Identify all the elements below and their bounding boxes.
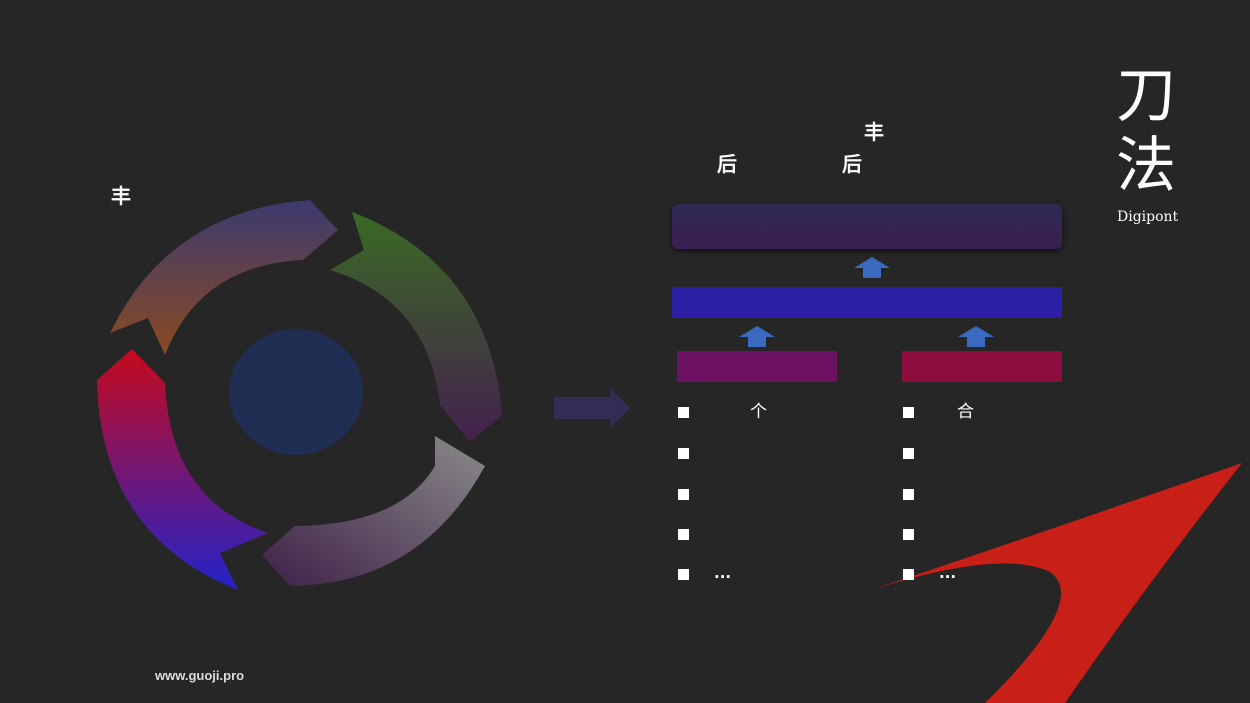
bullet-square-icon	[678, 528, 689, 540]
list-item	[678, 484, 689, 504]
list-item	[903, 484, 914, 504]
hierarchy-left-bar	[677, 351, 837, 382]
bullet-square-icon	[903, 447, 914, 459]
list-item-text: ...	[714, 564, 732, 582]
hierarchy-top-label: 丰	[864, 120, 884, 144]
cycle-label: 丰	[111, 184, 131, 208]
cycle-diagram	[97, 200, 502, 590]
bullet-square-icon	[903, 528, 914, 540]
cycle-center	[229, 329, 363, 455]
hierarchy-right-bar	[902, 351, 1062, 382]
up-arrow-icon	[854, 257, 890, 278]
cycle-segment-right	[330, 212, 502, 442]
up-arrow-icon	[739, 326, 775, 347]
hierarchy-right-label: 后	[842, 152, 862, 176]
bullet-square-icon	[678, 447, 689, 459]
hierarchy-top-bar	[672, 204, 1062, 249]
list-item	[903, 443, 914, 463]
footer-url: www.guoji.pro	[155, 668, 245, 683]
bullet-square-icon	[903, 568, 914, 580]
list-item	[903, 564, 914, 584]
bullet-square-icon	[678, 568, 689, 580]
up-arrow-icon	[958, 326, 994, 347]
cycle-segment-left	[97, 349, 268, 590]
bullet-square-icon	[903, 406, 914, 418]
cycle-segment-bottom	[262, 436, 485, 586]
logo-subtitle: Digipont	[1117, 209, 1179, 225]
logo-char-1: 刀	[1116, 61, 1176, 131]
bullet-square-icon	[678, 488, 689, 500]
list-item-text: 个	[750, 402, 767, 422]
list-item	[678, 524, 689, 544]
bullet-square-icon	[903, 488, 914, 500]
list-item-text: 合	[957, 402, 974, 422]
list-item	[903, 524, 914, 544]
cycle-segment-top	[110, 200, 338, 355]
list-item	[678, 443, 689, 463]
list-item	[678, 402, 689, 422]
list-item	[678, 564, 689, 584]
list-item	[903, 402, 914, 422]
hierarchy-middle-bar	[672, 287, 1062, 318]
list-item-text: ...	[939, 564, 957, 582]
hierarchy-left-label: 后	[717, 152, 737, 176]
bullet-square-icon	[678, 406, 689, 418]
flow-right-arrow-icon	[554, 388, 630, 428]
logo-char-2: 法	[1116, 131, 1176, 201]
